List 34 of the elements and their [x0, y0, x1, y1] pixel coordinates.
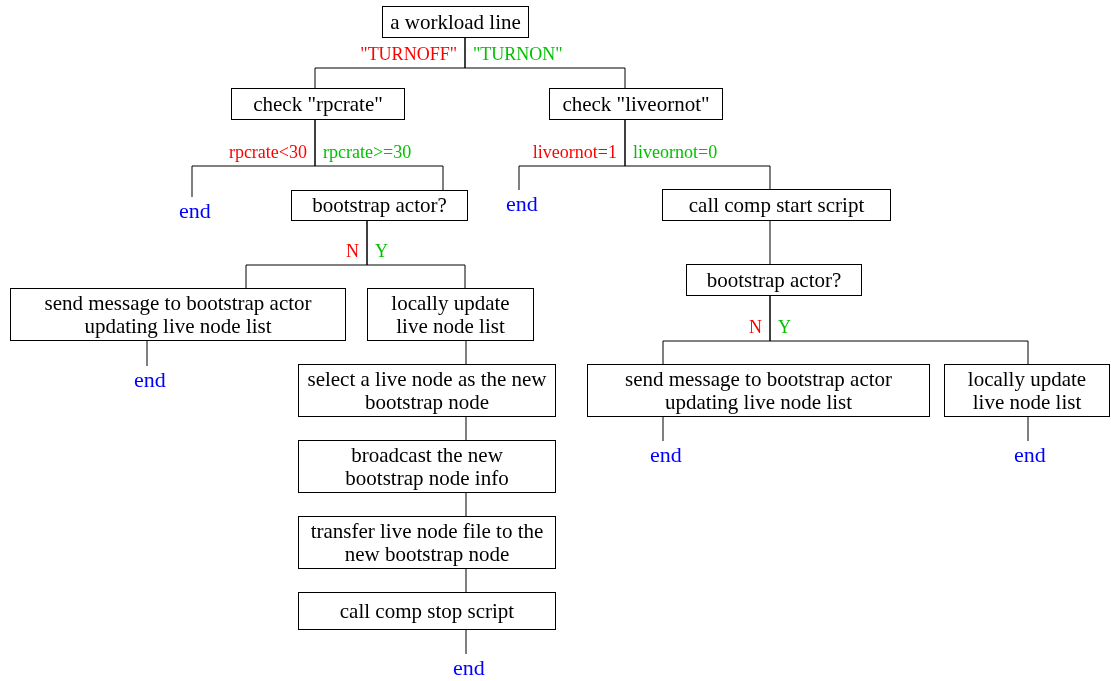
process-box: select a live node as the new bootstrap node: [298, 364, 556, 417]
connector-line: [1027, 416, 1029, 442]
process-box: send message to bootstrap actor updating live node list: [587, 364, 930, 417]
process-box: a workload line: [382, 6, 529, 38]
process-box: transfer live node file to the new bootstrap node: [298, 516, 556, 569]
process-box: broadcast the new bootstrap node info: [298, 440, 556, 493]
process-box: call comp start script: [662, 189, 891, 221]
connector-line: [465, 416, 467, 441]
connector-line: [464, 37, 626, 89]
process-box: send message to bootstrap actor updating live node list: [10, 288, 346, 341]
connector-line: [465, 568, 467, 593]
process-box: check "liveornot": [549, 88, 723, 120]
connector-line: [314, 119, 444, 191]
connector-line: [465, 492, 467, 517]
end-label: end: [497, 190, 547, 218]
end-label: end: [1005, 441, 1055, 469]
connector-line: [366, 220, 466, 289]
connector-line: [662, 416, 664, 442]
process-box: locally update live node list: [367, 288, 534, 341]
end-label: end: [641, 441, 691, 469]
process-box: bootstrap actor?: [291, 190, 468, 221]
connector-line: [465, 629, 467, 655]
end-label: end: [444, 654, 494, 681]
end-label: end: [170, 197, 220, 225]
process-box: call comp stop script: [298, 592, 556, 630]
connector-line: [146, 340, 148, 367]
connector-line: [465, 340, 467, 365]
end-label: end: [125, 366, 175, 394]
connector-line: [769, 295, 1029, 365]
connector-line: [769, 220, 771, 265]
process-box: bootstrap actor?: [686, 264, 862, 296]
process-box: locally update live node list: [944, 364, 1110, 417]
connector-line: [624, 119, 771, 190]
process-box: check "rpcrate": [231, 88, 405, 120]
